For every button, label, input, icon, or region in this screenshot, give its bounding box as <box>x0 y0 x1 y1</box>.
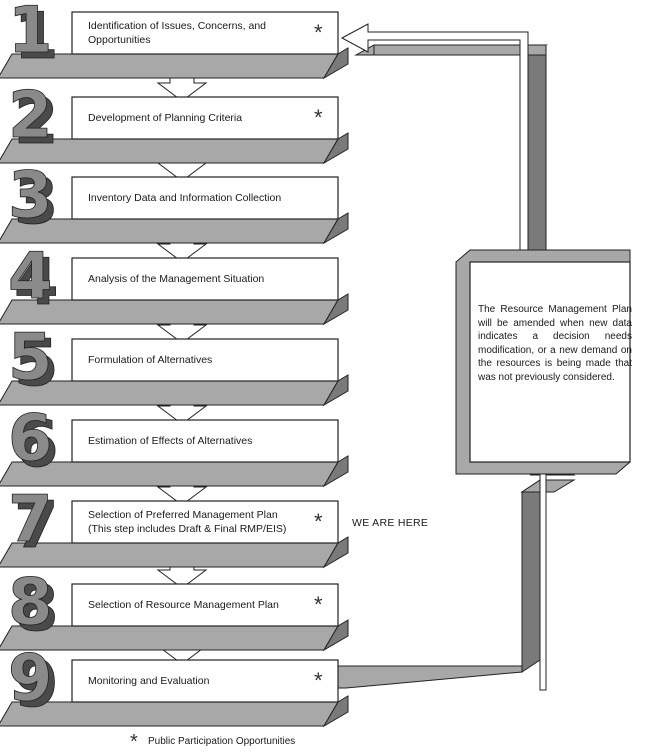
step-band-edge <box>322 455 349 488</box>
step-number-shadow: 7 <box>14 489 59 563</box>
step-8: 88 <box>0 566 349 665</box>
step-3: 33 <box>0 159 349 263</box>
feedback-band-rise-top <box>520 479 576 493</box>
step-label: Formulation of Alternatives <box>88 354 213 366</box>
step-number: 2 <box>8 79 53 153</box>
step-number: 4 <box>8 240 53 314</box>
asterisk-icon: * <box>314 668 323 693</box>
step-label: Selection of Resource Management Plan <box>88 599 279 611</box>
step-label: Estimation of Effects of Alternatives <box>88 435 253 447</box>
step-number-shadow: 5 <box>14 327 59 401</box>
step-number: 6 <box>8 402 53 476</box>
feedback-note-box <box>469 261 631 463</box>
feedback-arrow-up <box>529 461 576 691</box>
step-band-edge <box>322 212 349 245</box>
step-label: Monitoring and Evaluation <box>88 675 210 687</box>
feedback-arrow-return <box>340 23 529 259</box>
step-band-edge <box>322 374 349 407</box>
step-number-shadow: 1 <box>14 0 59 74</box>
step-band-edge <box>322 619 349 652</box>
step-number-shadow: 3 <box>14 165 59 239</box>
step-box <box>71 176 339 220</box>
step-number: 5 <box>8 321 53 395</box>
feedback-loop <box>337 23 631 691</box>
step-5: 55 <box>0 321 349 425</box>
asterisk-icon: * <box>314 20 323 45</box>
step-number-shadow: 2 <box>14 85 59 159</box>
asterisk-icon: * <box>314 509 323 534</box>
step-number-shadow: 9 <box>14 648 59 722</box>
step-label: Identification of Issues, Concerns, and … <box>88 20 267 46</box>
step-box <box>71 11 339 55</box>
step-band-edge <box>322 293 349 326</box>
step-band-edge <box>322 132 349 165</box>
asterisk-icon: * <box>314 592 323 617</box>
step-band-edge <box>322 536 349 569</box>
step-number-shadow: 8 <box>14 572 59 646</box>
step-box <box>71 257 339 301</box>
step-band-edge <box>322 695 349 728</box>
step-7: 77 <box>0 483 349 589</box>
asterisk-icon: * <box>130 731 138 753</box>
step-box <box>71 500 339 544</box>
feedback-band-rise <box>521 479 541 673</box>
step-number-shadow: 4 <box>14 246 59 320</box>
feedback-band-top-rise <box>527 44 547 259</box>
step-box <box>71 338 339 382</box>
step-label: Development of Planning Criteria <box>88 112 243 124</box>
step-9: 99 <box>0 642 349 728</box>
asterisk-icon: * <box>314 105 323 130</box>
step-1: 11 <box>0 0 349 102</box>
step-box <box>71 659 339 703</box>
step-2: 22 <box>0 79 349 182</box>
step-box <box>71 96 339 140</box>
step-number-shadow: 6 <box>14 408 59 482</box>
step-6: 66 <box>0 402 349 506</box>
step-label: Selection of Preferred Management Plan (… <box>88 509 287 535</box>
feedback-band-bottom <box>337 665 523 689</box>
we-are-here-marker: WE ARE HERE <box>352 517 429 529</box>
step-box <box>71 419 339 463</box>
feedback-note: The Resource Management Plan will be ame… <box>478 304 632 383</box>
step-4: 44 <box>0 240 349 344</box>
step-number: 7 <box>8 483 53 557</box>
step-label: Analysis of the Management Situation <box>88 273 265 285</box>
step-band-edge <box>322 47 349 80</box>
step-number: 3 <box>8 159 53 233</box>
step-number: 9 <box>8 642 53 716</box>
legend-label: Public Participation Opportunities <box>148 736 296 747</box>
step-number: 1 <box>8 0 53 68</box>
feedback-band-top-face <box>373 44 547 56</box>
step-label: Inventory Data and Information Collectio… <box>88 192 282 204</box>
step-number: 8 <box>8 566 53 640</box>
step-box <box>71 583 339 627</box>
